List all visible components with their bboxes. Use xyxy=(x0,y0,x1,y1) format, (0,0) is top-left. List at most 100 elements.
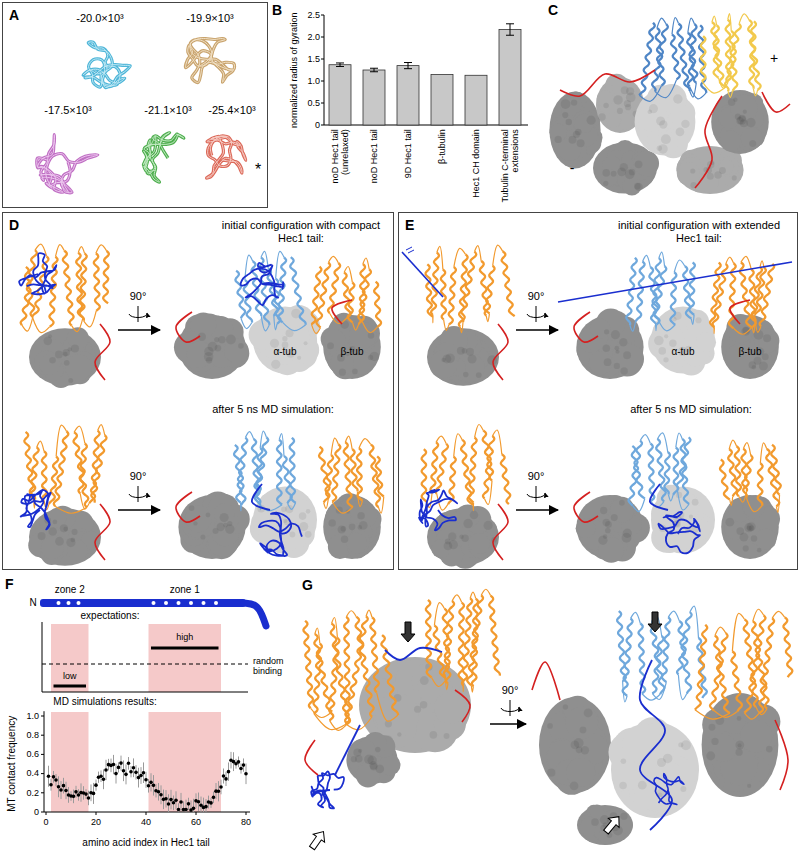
alpha-helix xyxy=(502,251,515,316)
surface-texture xyxy=(357,512,365,520)
alpha-helix xyxy=(629,441,643,506)
data-point xyxy=(92,792,96,796)
surface-texture xyxy=(200,534,205,539)
surface-texture xyxy=(603,181,608,186)
surface-texture xyxy=(621,758,627,764)
x-axis xyxy=(44,812,250,813)
panel-letter: A xyxy=(9,7,19,23)
surface-texture xyxy=(547,769,555,777)
protein-loop xyxy=(353,322,359,330)
data-point xyxy=(237,760,241,764)
surface-lobe xyxy=(655,132,678,155)
surface-lobe xyxy=(349,322,376,349)
alpha-helix xyxy=(332,444,340,502)
surface-texture xyxy=(681,740,691,750)
surface-texture xyxy=(566,119,573,126)
surface-lobe xyxy=(622,177,641,196)
surface-texture xyxy=(43,337,52,346)
alpha-helix xyxy=(345,616,367,724)
view-heading: initial configuration with compact Hec1 … xyxy=(216,219,386,244)
surface-lobe xyxy=(347,530,370,553)
data-point xyxy=(62,784,66,788)
surface-texture xyxy=(483,521,492,530)
axis-title: amino acid index in Hec1 tail xyxy=(82,837,209,849)
bar xyxy=(499,30,521,125)
surface-texture xyxy=(563,704,568,709)
surface-texture xyxy=(214,337,219,342)
tick-label: 40 xyxy=(141,817,151,827)
surface-texture xyxy=(376,765,385,774)
surface-texture xyxy=(617,108,623,114)
tick-label: 0 xyxy=(43,817,48,827)
alpha-helix xyxy=(651,622,665,695)
surface-texture xyxy=(634,183,641,190)
data-point xyxy=(224,777,228,781)
alpha-helix xyxy=(290,438,296,503)
data-point xyxy=(142,771,146,775)
data-point xyxy=(104,768,108,772)
zone-band xyxy=(51,712,89,812)
surface-lobe xyxy=(720,131,741,152)
surface-texture xyxy=(420,701,428,709)
view-arrow xyxy=(118,329,160,331)
alpha-helix xyxy=(711,22,726,87)
tubulin-surface xyxy=(721,495,780,559)
tubulin-surface xyxy=(427,505,499,569)
data-point xyxy=(127,762,131,766)
data-point xyxy=(147,784,151,788)
protein-ribbon xyxy=(720,440,781,512)
protein-loop xyxy=(691,315,694,325)
protein-ribbon xyxy=(639,18,706,102)
asterisk-mark: * xyxy=(255,161,261,179)
surface-lobe xyxy=(614,344,644,374)
tail-strand xyxy=(455,690,470,722)
data-point xyxy=(167,802,171,806)
alpha-helix xyxy=(714,25,719,78)
surface-texture xyxy=(744,523,753,532)
alpha-helix xyxy=(749,21,756,89)
surface-texture xyxy=(707,173,714,180)
minus-end-sign: - xyxy=(570,160,575,176)
surface-texture xyxy=(53,520,58,525)
view-arrow xyxy=(490,723,526,725)
data-point xyxy=(179,800,183,804)
data-point xyxy=(219,785,223,789)
error-cap xyxy=(370,68,378,69)
surface-texture xyxy=(397,732,401,736)
protein-loop xyxy=(728,91,733,97)
alpha-helix xyxy=(422,449,427,502)
tick-mark xyxy=(321,81,324,82)
surface-texture xyxy=(623,351,631,359)
surface-texture xyxy=(359,521,368,530)
protein-loop xyxy=(474,246,481,261)
alpha-helix xyxy=(483,436,494,499)
surface-texture xyxy=(623,529,632,538)
surface-lobe xyxy=(380,754,401,775)
surface-texture xyxy=(611,514,618,521)
alpha-helix xyxy=(244,280,252,323)
protein-loop xyxy=(276,251,284,278)
protein-loop xyxy=(668,611,679,621)
tubulin-surface xyxy=(174,312,249,379)
protein-loop xyxy=(328,256,338,262)
surface-texture xyxy=(673,94,682,103)
tick-mark xyxy=(321,15,324,16)
tail-conformation-highlight xyxy=(37,135,98,193)
zone-band xyxy=(149,624,222,692)
pointer-arrow xyxy=(648,612,662,632)
bar xyxy=(397,66,419,125)
surface-texture xyxy=(663,357,668,362)
surface-texture xyxy=(442,354,451,363)
tail-strand xyxy=(695,96,722,188)
surface-texture xyxy=(737,115,746,124)
annotation: expectations: xyxy=(81,610,140,622)
rotation-arrow xyxy=(129,493,147,498)
protein-ribbon xyxy=(311,256,381,333)
surface-texture xyxy=(617,167,626,176)
tail-coil xyxy=(259,513,302,556)
alpha-helix xyxy=(760,264,775,327)
surface-core xyxy=(323,495,381,559)
surface-texture xyxy=(708,724,715,731)
data-point xyxy=(159,793,163,797)
protein-loop xyxy=(728,14,732,31)
